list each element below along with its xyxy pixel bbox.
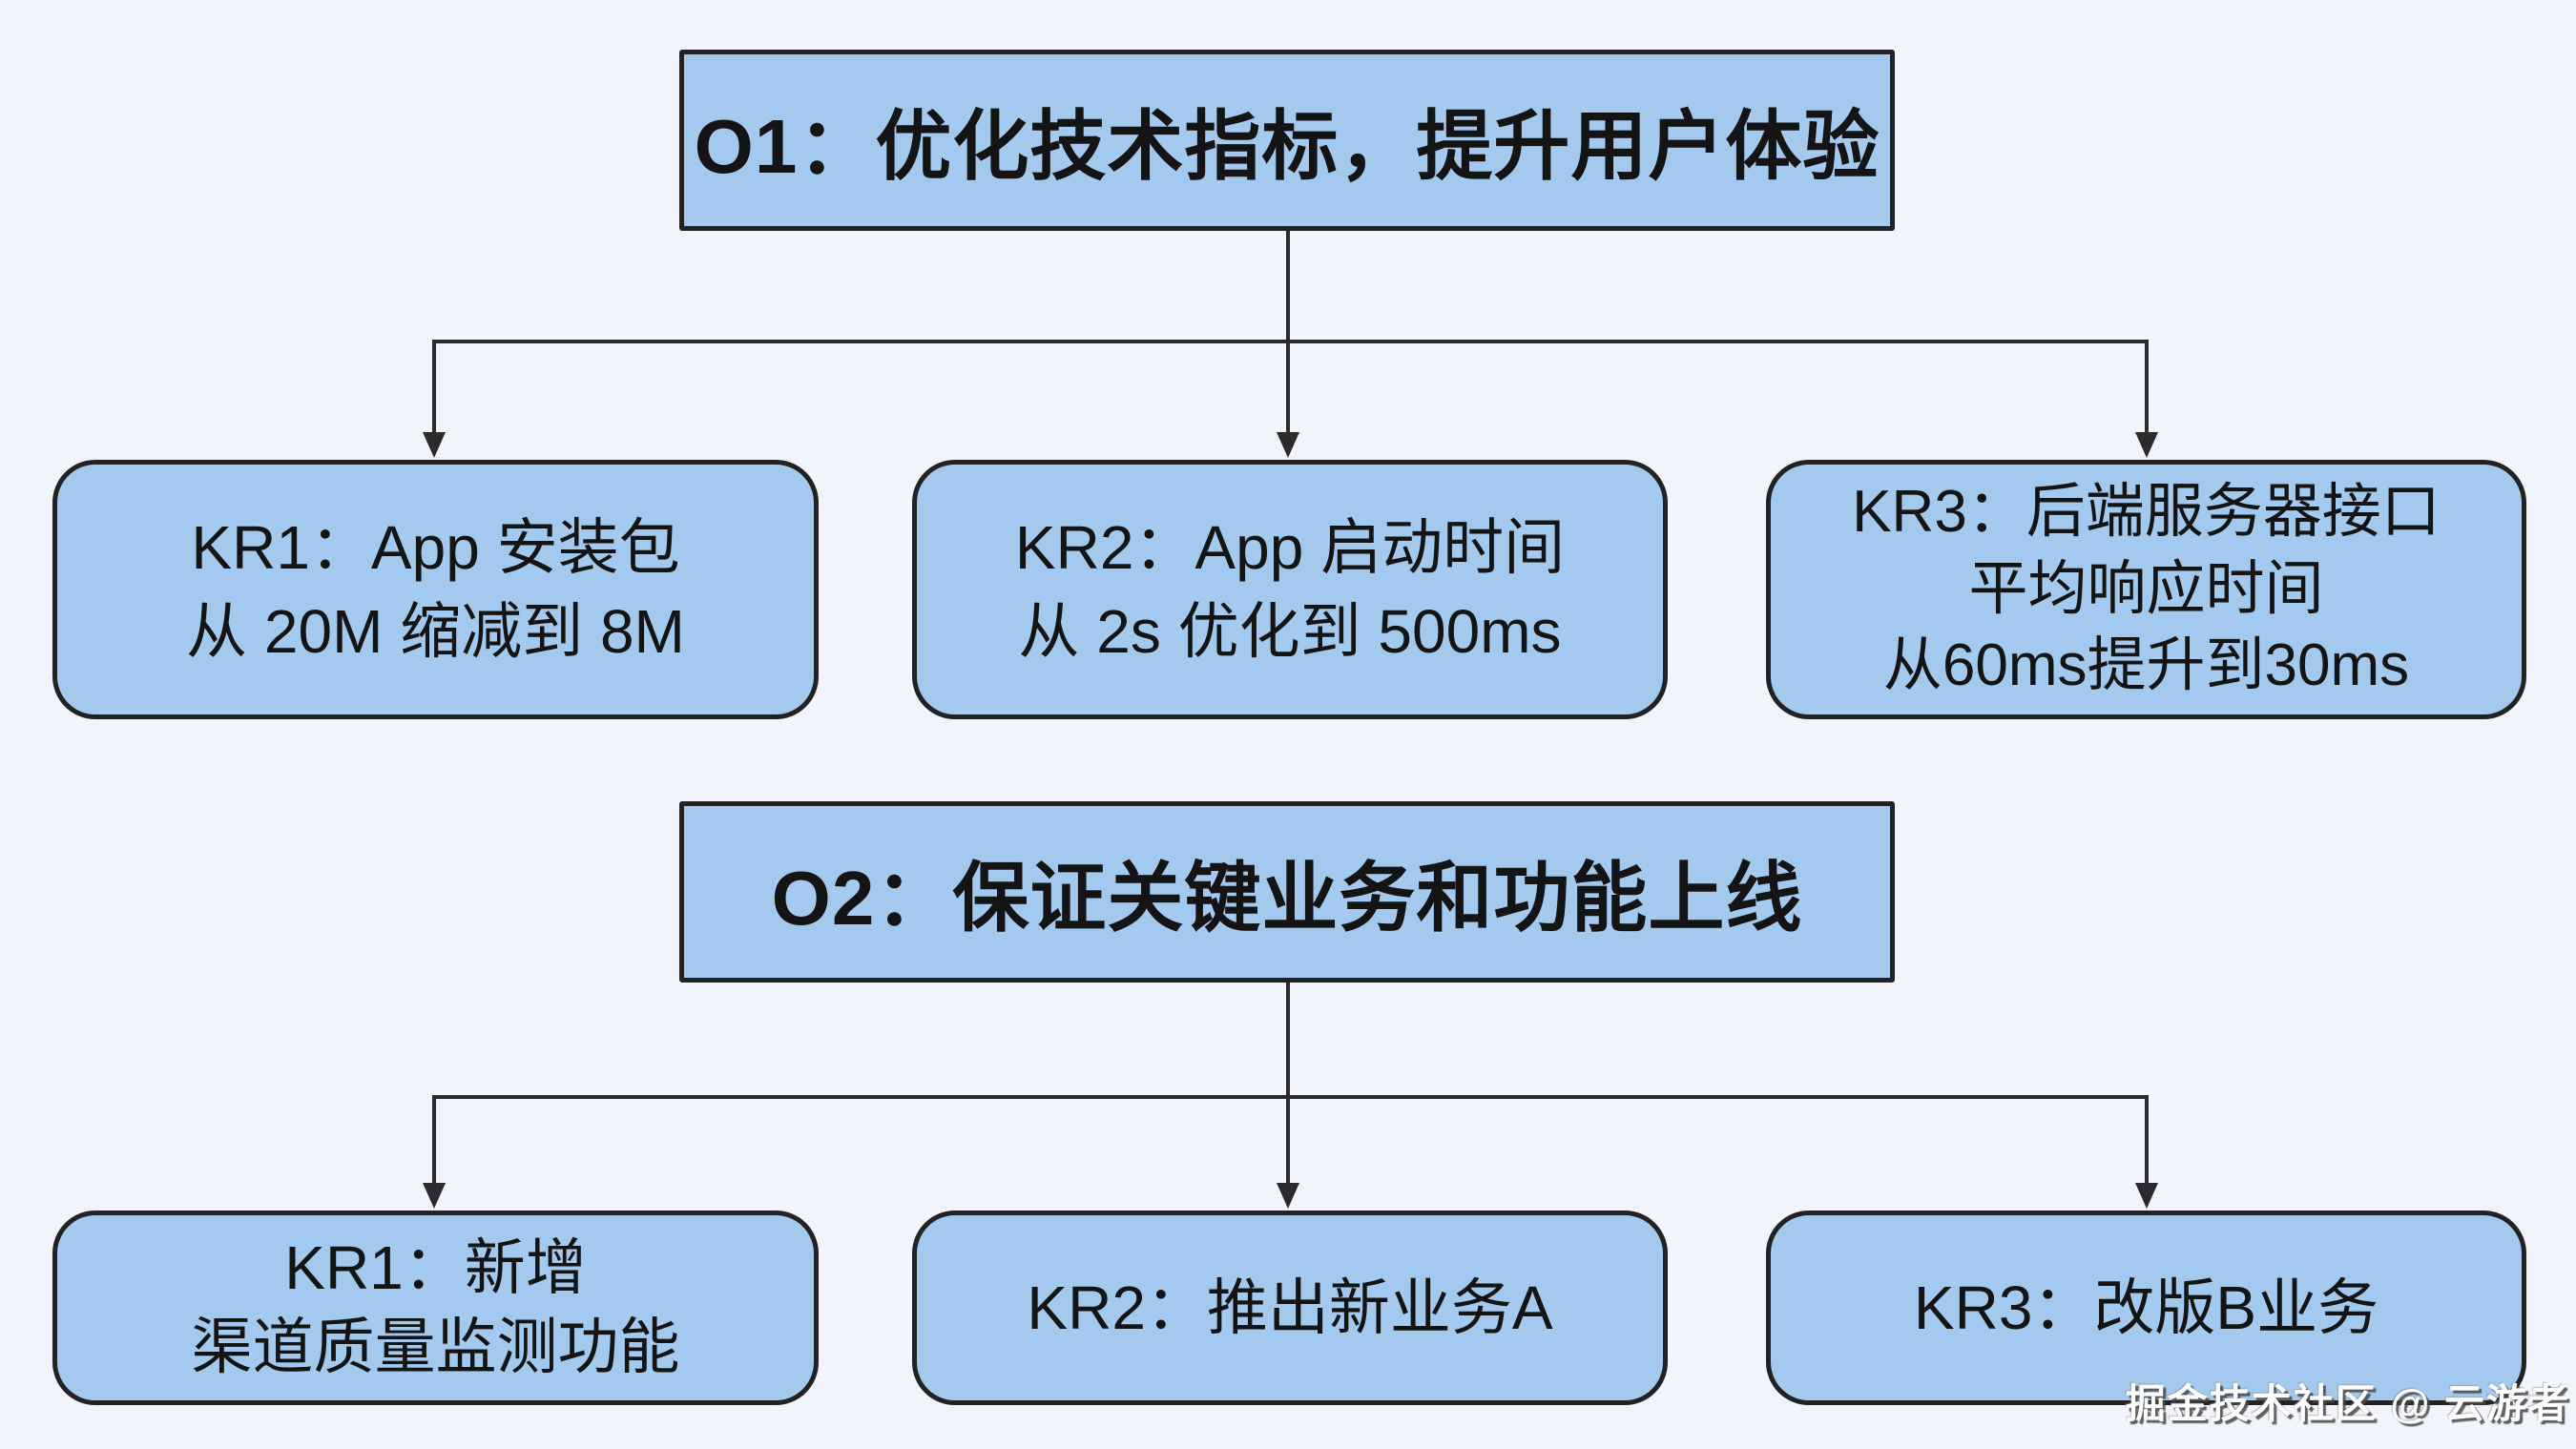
arrowhead-icon [2135,432,2158,458]
kr-line: KR3：改版B业务 [1913,1273,2379,1342]
watermark: 掘金技术社区 @ 云游者 [2125,1381,2570,1426]
kr-box-o1-kr2: KR2：App 启动时间 从 2s 优化到 500ms [912,460,1668,719]
kr-line: 渠道质量监测功能 [191,1313,680,1381]
kr-line: 从 2s 优化到 500ms [1018,597,1562,666]
kr-box-o1-kr1: KR1：App 安装包 从 20M 缩减到 8M [52,460,819,719]
kr-line: 从 20M 缩减到 8M [186,597,685,666]
arrowhead-icon [423,1183,446,1209]
objective-o1-label: O1：优化技术指标，提升用户体验 [694,104,1880,189]
kr-box-o1-kr3: KR3：后端服务器接口 平均响应时间 从60ms提升到30ms [1766,460,2526,719]
kr-line: KR3：后端服务器接口 [1852,479,2441,546]
kr-line: 从60ms提升到30ms [1882,632,2410,699]
kr-line: 平均响应时间 [1968,555,2324,622]
kr-line: KR2：App 启动时间 [1014,512,1566,582]
kr-line: KR1：新增 [284,1232,587,1302]
kr-box-o2-kr3: KR3：改版B业务 [1766,1211,2526,1405]
objective-box-o2: O2：保证关键业务和功能上线 [679,801,1895,983]
kr-line: KR1：App 安装包 [191,512,680,582]
arrowhead-icon [423,432,446,458]
kr-box-o2-kr2: KR2：推出新业务A [912,1211,1668,1405]
arrowhead-icon [1277,432,1299,458]
kr-box-o2-kr1: KR1：新增 渠道质量监测功能 [52,1211,819,1405]
kr-line: KR2：推出新业务A [1027,1273,1553,1342]
objective-box-o1: O1：优化技术指标，提升用户体验 [679,50,1895,231]
arrowhead-icon [1277,1183,1299,1209]
arrowhead-icon [2135,1183,2158,1209]
objective-o2-label: O2：保证关键业务和功能上线 [771,856,1803,941]
